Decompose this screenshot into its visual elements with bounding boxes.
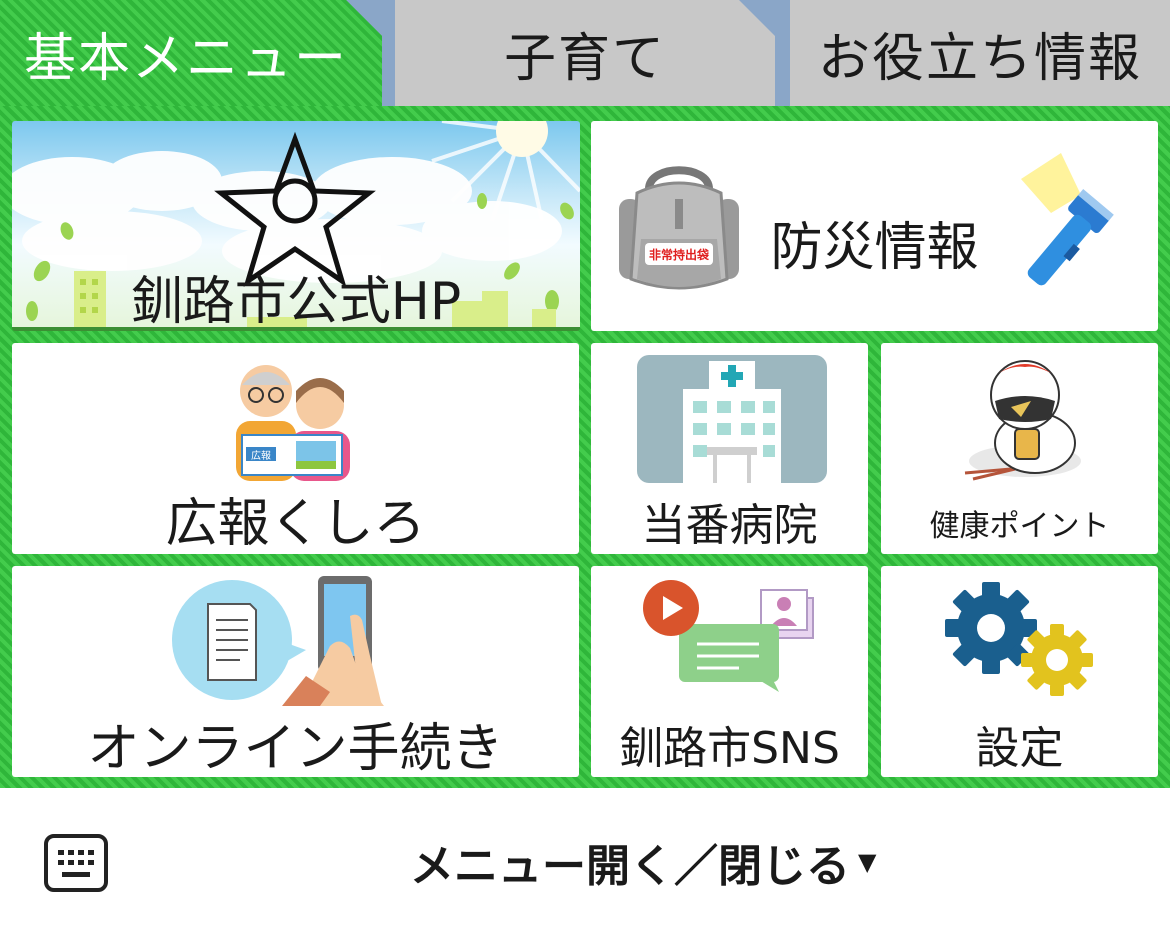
emergency-bag-icon: 非常持出袋 xyxy=(619,166,739,290)
keyboard-icon[interactable] xyxy=(44,834,108,892)
city-emblem-icon xyxy=(214,131,376,288)
tile-label: 釧路市公式HP xyxy=(130,272,462,331)
magazine-text: 広報 xyxy=(251,449,271,462)
flashlight-icon xyxy=(1021,153,1114,286)
menu-toggle-label: メニュー開く／閉じる xyxy=(410,841,850,892)
tile-label: 設定 xyxy=(975,723,1064,774)
tile-city-sns[interactable]: 釧路市SNS xyxy=(591,566,868,777)
tab-useful-info[interactable]: お役立ち情報 xyxy=(790,0,1170,106)
tile-settings[interactable]: 設定 xyxy=(881,566,1158,777)
tile-public-newsletter[interactable]: 広報 広報くしろ xyxy=(12,343,579,554)
tile-health-points[interactable]: 健康ポイント xyxy=(881,343,1158,554)
caret-down-icon: ▼ xyxy=(858,848,877,876)
tile-official-hp[interactable]: 釧路市公式HP xyxy=(12,121,580,331)
crane-mascot-icon xyxy=(964,360,1081,481)
tile-online-procedures[interactable]: オンライン手続き xyxy=(12,566,579,777)
tile-label: 健康ポイント xyxy=(929,509,1110,544)
sns-chat-icon xyxy=(643,580,814,692)
tab-childcare[interactable]: 子育て xyxy=(395,0,775,106)
newsletter-readers-icon: 広報 xyxy=(236,365,350,481)
hospital-icon xyxy=(637,355,827,483)
tile-label: 広報くしろ xyxy=(165,494,426,554)
smartphone-document-icon xyxy=(172,576,384,706)
bag-text: 非常持出袋 xyxy=(649,247,710,262)
tab-label: 基本メニュー xyxy=(24,28,349,89)
tile-label: 釧路市SNS xyxy=(619,723,840,774)
tile-label: 当番病院 xyxy=(641,500,818,551)
tile-label: 防災情報 xyxy=(770,218,979,278)
tile-label: オンライン手続き xyxy=(87,719,504,777)
gear-icon xyxy=(945,582,1093,696)
tab-label: 子育て xyxy=(503,28,666,89)
menu-toggle-bar: メニュー開く／閉じる ▼ xyxy=(0,788,1170,944)
tab-label: お役立ち情報 xyxy=(817,28,1142,89)
tile-disaster-info[interactable]: 非常持出袋 防災情報 xyxy=(591,121,1158,331)
tab-basic-menu[interactable]: 基本メニュー xyxy=(0,0,382,106)
tile-duty-hospital[interactable]: 当番病院 xyxy=(591,343,868,554)
menu-toggle-button[interactable]: メニュー開く／閉じる ▼ xyxy=(410,832,876,892)
sky-illustration xyxy=(12,121,580,327)
